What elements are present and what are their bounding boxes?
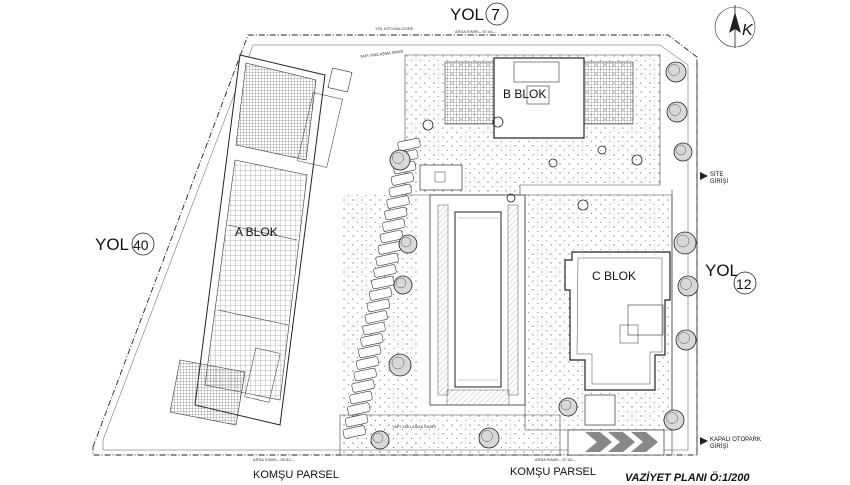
parking-space	[351, 379, 375, 393]
tree-icon	[597, 145, 607, 155]
trees	[370, 61, 699, 450]
parking-space	[364, 310, 388, 324]
tree-icon	[666, 101, 688, 123]
block-c-label: C BLOK	[592, 269, 636, 283]
parking-space	[375, 252, 399, 267]
parking-space	[388, 183, 412, 198]
parking-space	[371, 275, 395, 290]
block-a-label: A BLOK	[235, 225, 278, 239]
tree-icon	[558, 397, 578, 417]
parking-space	[360, 333, 384, 347]
parking-entrance: KAPALI OTOPARK GİRİŞİ	[700, 437, 761, 450]
block-a-footprint	[169, 54, 353, 426]
tree-icon	[677, 275, 699, 297]
road-label-top: YOL 7	[450, 2, 509, 26]
road-left-name: YOL	[95, 235, 129, 254]
site-entrance-line2: GİRİŞİ	[710, 178, 728, 185]
parking-space	[386, 195, 410, 209]
tree-icon	[577, 199, 589, 211]
parcel-limit-bottom-label: ARSA SINIRI---97.64---	[535, 457, 577, 462]
tree-icon	[506, 193, 516, 203]
technical-room	[419, 164, 463, 191]
road-label-left: YOL 40	[95, 232, 155, 256]
parking-space	[397, 137, 421, 152]
tree-canopy-detail	[668, 64, 680, 76]
parking-space	[353, 367, 377, 382]
tree-icon	[548, 158, 558, 168]
tree-icon	[389, 149, 411, 171]
tree-icon	[398, 234, 418, 254]
parking-space	[390, 172, 415, 186]
tree-canopy-detail	[678, 332, 690, 344]
tree-canopy-detail	[372, 432, 384, 444]
service-box	[584, 394, 616, 426]
tree-canopy-detail	[481, 430, 493, 442]
tree-icon	[675, 329, 697, 351]
parking-entrance-line1: KAPALI OTOPARK	[710, 437, 761, 443]
parking-entrance-line2: GİRİŞİ	[710, 443, 728, 450]
parking-space	[358, 344, 382, 359]
parcel-boundary	[92, 34, 698, 456]
parking-space	[344, 413, 369, 428]
tree-icon	[673, 231, 697, 255]
road-axis-label: YOL KOTUNA GÖRE	[375, 26, 414, 31]
tree-icon	[673, 142, 693, 162]
north-label: K	[742, 22, 754, 39]
tree-canopy-detail	[669, 104, 681, 116]
setback-bottom-label: YAPI YAKLAŞMA SINIRI	[392, 424, 436, 429]
tree-canopy-detail	[666, 412, 678, 424]
site-entrance-line1: SİTE	[710, 171, 723, 178]
tree-icon	[422, 119, 434, 131]
block-c-footprint	[564, 251, 671, 391]
parking-entrance-ramp	[567, 429, 665, 456]
block-b-footprint	[444, 57, 634, 139]
road-top-number: 7	[491, 7, 500, 24]
parking-space	[368, 287, 393, 301]
parking-spaces	[342, 137, 421, 439]
block-b-label: B BLOK	[503, 87, 546, 101]
tree-icon	[478, 427, 500, 449]
road-right-number: 12	[736, 276, 752, 292]
parking-space	[373, 264, 397, 278]
tree-icon	[663, 409, 685, 431]
parking-space	[379, 229, 404, 244]
road-left-number: 40	[133, 237, 149, 253]
tree-canopy-detail	[400, 236, 412, 248]
tree-icon	[631, 154, 643, 166]
parking-space	[384, 206, 408, 221]
plan-title: VAZİYET PLANI Ö:1/200	[625, 471, 750, 484]
tree-icon	[665, 61, 687, 83]
parking-space	[355, 356, 380, 370]
site-entrance: SİTE GİRİŞİ	[700, 171, 728, 185]
parking-space	[362, 321, 386, 336]
parking-space	[347, 402, 371, 416]
parcel-limit-top-label: ARSA SINIRI---97.64---	[455, 29, 497, 34]
tree-icon	[393, 275, 413, 295]
tree-canopy-detail	[560, 399, 572, 411]
swimming-pool	[429, 194, 526, 406]
neighbor-parcel-left: KOMŞU PARSEL	[253, 469, 339, 481]
road-top-name: YOL	[450, 5, 484, 24]
tree-canopy-detail	[395, 277, 407, 289]
tree-canopy-detail	[392, 152, 404, 164]
parking-space	[342, 425, 366, 439]
parcel-limit-bottom-left-label: ARSA SINIRI---50.82---	[253, 457, 295, 462]
parking-space	[349, 390, 373, 405]
tree-canopy-detail	[391, 356, 405, 370]
tree-icon	[388, 353, 412, 377]
road-right-name: YOL	[705, 261, 739, 280]
tree-icon	[492, 116, 504, 128]
setback-top-label: YAPI YAKLAŞMA SINIRI	[360, 49, 404, 59]
tree-icon	[370, 430, 390, 450]
tree-canopy-detail	[675, 144, 687, 156]
tree-canopy-detail	[676, 234, 690, 248]
parking-space	[366, 298, 391, 313]
parking-space	[382, 218, 406, 232]
north-arrow: K	[714, 5, 756, 48]
tree-canopy-detail	[680, 278, 692, 290]
neighbor-parcel-right: KOMŞU PARSEL	[510, 466, 596, 478]
road-label-right: YOL 12	[705, 261, 757, 295]
